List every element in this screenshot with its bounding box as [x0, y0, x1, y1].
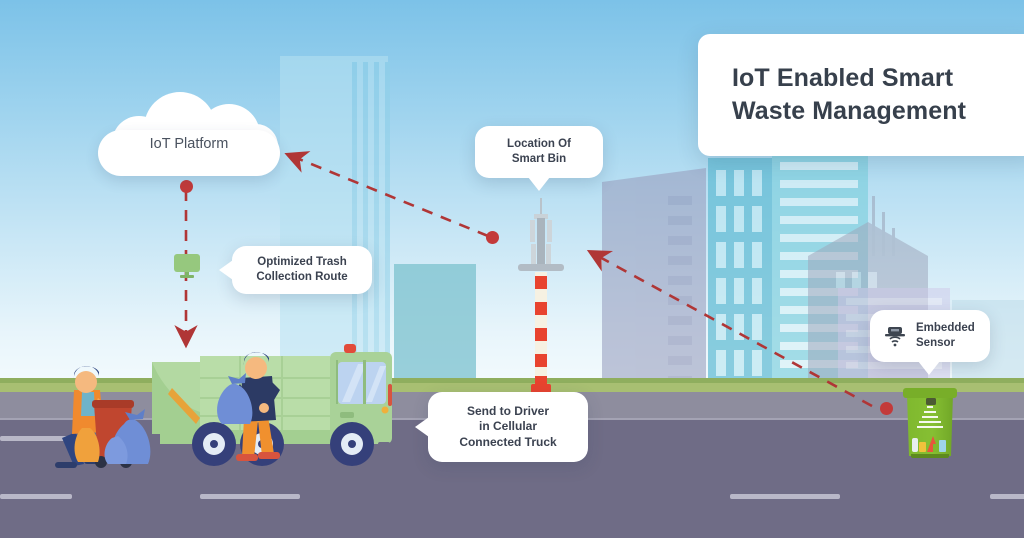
- page-title-line1: IoT Enabled Smart: [732, 63, 954, 92]
- callout-tail-optimized-route: [219, 260, 233, 280]
- driver-truck-line2: in Cellular: [478, 419, 537, 434]
- callout-embedded-sensor[interactable]: Embedded Sensor: [870, 310, 990, 375]
- tower-antenna-dish: [518, 264, 564, 271]
- smart-waste-bin[interactable]: [903, 386, 957, 458]
- blue-trash-bag-small: [104, 436, 128, 464]
- iot-platform-label: IoT Platform: [149, 136, 229, 152]
- sanitation-worker-right: [217, 351, 280, 461]
- monitor-icon: [174, 254, 200, 278]
- grass-highlight: [0, 378, 1024, 383]
- optimized-route-line2: Collection Route: [256, 271, 348, 283]
- orange-bag: [74, 428, 100, 462]
- arrow-origin-dot-tower: [486, 231, 499, 244]
- arrow-origin-dot-cloud: [180, 180, 193, 193]
- bin-lid: [903, 388, 957, 398]
- bin-sensor-module: [926, 398, 936, 405]
- tower-pole: [535, 272, 547, 389]
- callout-driver-truck[interactable]: Send to Driver in Cellular Connected Tru…: [415, 392, 588, 462]
- embedded-sensor-line1: Embedded: [916, 322, 975, 335]
- smart-bin-location-line1: Location Of: [507, 138, 571, 151]
- arrow-origin-dot-bin: [880, 402, 893, 415]
- optimized-route-line1: Optimized Trash: [257, 256, 347, 269]
- bin-sensor-waves: [912, 406, 946, 452]
- callout-smart-bin-location[interactable]: Location Of Smart Bin: [475, 126, 603, 191]
- tower-base: [531, 384, 551, 392]
- callout-tail-embedded-sensor: [918, 361, 940, 375]
- lane-dash: [200, 494, 300, 499]
- lane-dash: [0, 436, 120, 441]
- lane-dash: [990, 494, 1024, 499]
- lane-dash: [0, 494, 72, 499]
- lane-dash: [730, 494, 840, 499]
- bin-trash-contents: [912, 436, 946, 452]
- driver-truck-line1: Send to Driver: [466, 403, 549, 418]
- callout-optimized-route[interactable]: Optimized Trash Collection Route: [219, 246, 372, 294]
- callout-tail-driver-truck: [415, 417, 429, 437]
- sensor-waves-icon: [882, 323, 908, 349]
- smart-bin-location-line2: Smart Bin: [511, 153, 567, 165]
- blue-trash-bag-carried: [217, 373, 253, 424]
- cell-tower: [518, 198, 564, 392]
- embedded-sensor-line2: Sensor: [916, 337, 955, 349]
- driver-truck-line3: Connected Truck: [459, 434, 557, 449]
- page-title-line2: Waste Management: [732, 97, 967, 125]
- page-title: IoT Enabled Smart Waste Management: [698, 34, 1024, 156]
- iot-platform-cloud[interactable]: IoT Platform: [98, 86, 280, 176]
- callout-tail-smart-bin: [528, 177, 550, 191]
- bin-base: [911, 454, 949, 458]
